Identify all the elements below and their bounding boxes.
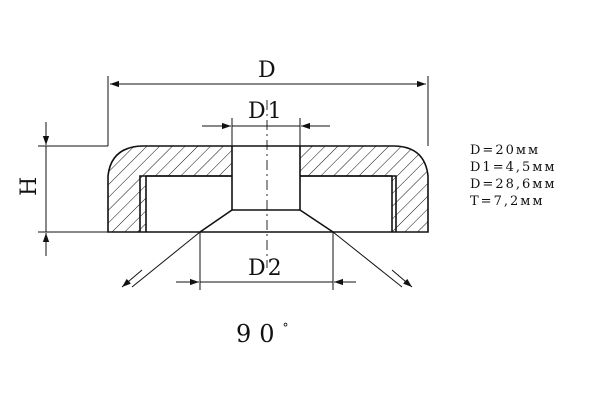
dimension-d1-label: D1 — [248, 99, 284, 124]
angle-value: 90 — [236, 320, 283, 348]
dimension-d2 — [176, 232, 356, 290]
dimension-d-label: D — [258, 58, 278, 83]
spec-item: T=7,2мм — [470, 194, 545, 209]
dimension-d — [107, 76, 429, 146]
countersink — [200, 210, 333, 232]
dimension-h-label: H — [17, 175, 42, 196]
angle-degree-symbol: ° — [282, 321, 289, 335]
spec-item: D=28,6мм — [470, 177, 557, 192]
outer-contour — [107, 145, 429, 233]
part-section — [107, 145, 429, 233]
spec-item: D=20мм — [470, 143, 541, 158]
angle-label: 90° — [236, 320, 289, 348]
dimension-d2-label: D2 — [248, 256, 284, 281]
dimension-d1 — [202, 118, 330, 146]
spec-list: D=20мм D1=4,5мм D=28,6мм T=7,2мм — [470, 142, 556, 210]
spec-item: D1=4,5мм — [470, 160, 557, 175]
dimension-h — [38, 122, 108, 256]
angle-dimension — [121, 231, 413, 288]
bore — [231, 146, 301, 211]
